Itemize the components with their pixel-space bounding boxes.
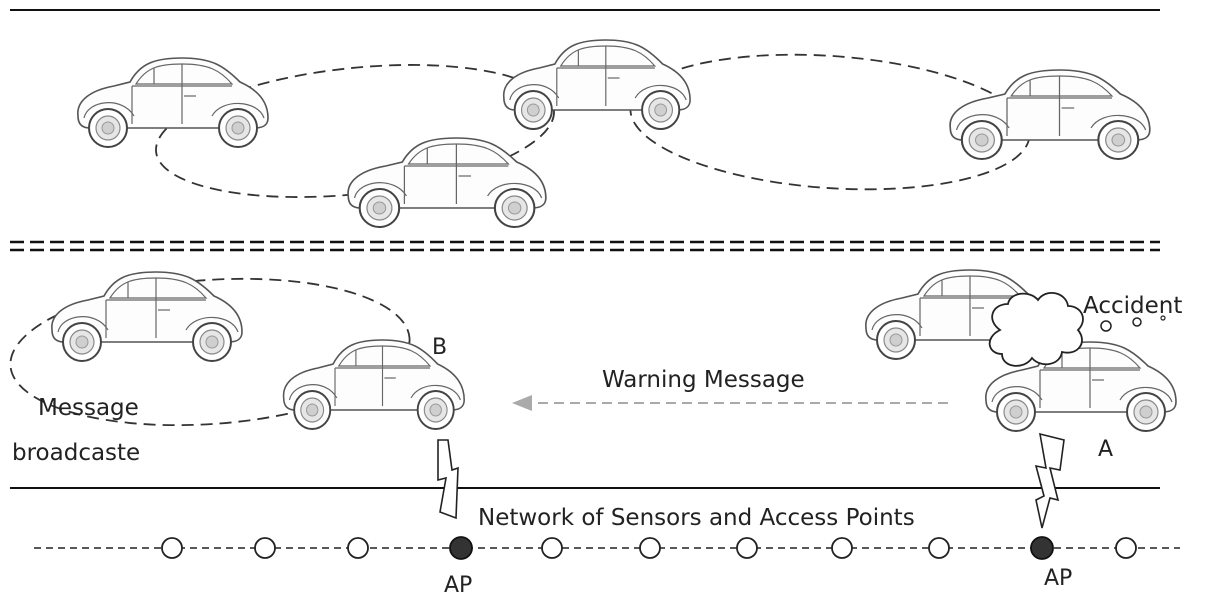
warning-arrow-head bbox=[512, 395, 532, 411]
thought-bubble-dot bbox=[1132, 317, 1142, 327]
warning-message-label: Warning Message bbox=[602, 367, 805, 393]
vehicle-b-label: B bbox=[432, 335, 447, 360]
car-icon-upper-4 bbox=[949, 68, 1151, 161]
sensor-node bbox=[736, 537, 758, 559]
wireless-link-icon-left bbox=[437, 439, 459, 520]
thought-bubble-dot bbox=[1100, 320, 1112, 332]
network-label: Network of Sensors and Access Points bbox=[478, 505, 915, 531]
sensor-node bbox=[254, 537, 276, 559]
wireless-link-icon-right bbox=[1034, 432, 1065, 529]
car-icon-upper-2 bbox=[502, 39, 692, 130]
sensor-node bbox=[541, 537, 563, 559]
sensor-node bbox=[161, 537, 183, 559]
car-icon-upper-3 bbox=[347, 136, 547, 229]
car-icon-upper-1 bbox=[76, 57, 270, 148]
broadcast-range-ellipse bbox=[9, 277, 411, 427]
crash-cloud-icon bbox=[988, 292, 1084, 367]
message-broadcast-label-line1: Message bbox=[38, 395, 139, 421]
sensor-node bbox=[928, 537, 950, 559]
sensor-node bbox=[639, 537, 661, 559]
access-point-node-right bbox=[1030, 536, 1054, 560]
access-point-label-left: AP bbox=[444, 573, 472, 598]
message-broadcast-label-line2: broadcaste bbox=[12, 440, 140, 466]
access-point-node-left bbox=[449, 536, 473, 560]
vehicle-a-label: A bbox=[1098, 437, 1113, 462]
thought-bubble-dot bbox=[1160, 315, 1166, 321]
sensor-node bbox=[831, 537, 853, 559]
access-point-label-right: AP bbox=[1044, 566, 1072, 591]
sensor-node bbox=[347, 537, 369, 559]
car-icon-lower-left bbox=[50, 271, 244, 362]
sensor-node bbox=[1115, 537, 1137, 559]
accident-label: Accident bbox=[1083, 293, 1182, 319]
